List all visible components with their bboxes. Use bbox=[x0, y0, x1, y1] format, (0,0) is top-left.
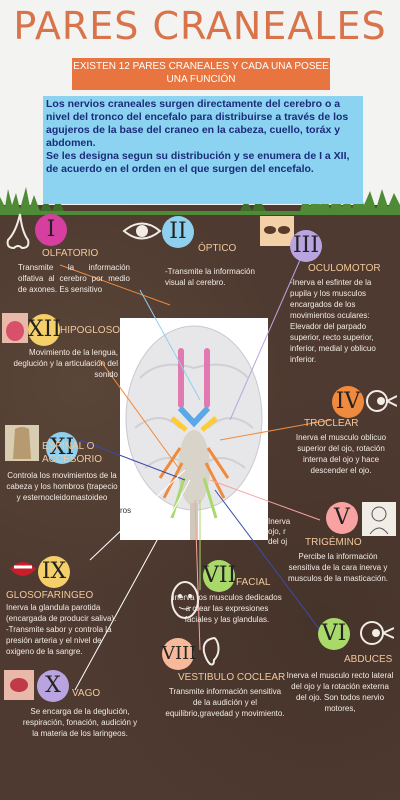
nerve-desc-1: Transmite la información olfativa al cer… bbox=[18, 263, 130, 294]
nerve-number-3: III bbox=[290, 230, 322, 262]
nerve-number-6: VI bbox=[318, 618, 350, 650]
nerve-number-11: XI bbox=[46, 432, 78, 464]
nerve-name-12: HIPOGLOSO bbox=[60, 325, 121, 336]
intro-paragraph-1: Los nervios craneales surgen directament… bbox=[46, 98, 349, 149]
grass-strip bbox=[0, 185, 400, 215]
brain-label-d: del oj bbox=[268, 537, 288, 546]
nose-icon bbox=[6, 213, 30, 250]
nerve-number-9: IX bbox=[38, 556, 70, 588]
nerve-name-11-text: ESPINAL O ACCESORIO bbox=[42, 441, 103, 465]
ear-icon bbox=[202, 636, 220, 666]
nerve-name-11: ESPINAL O ACCESORIO bbox=[42, 440, 112, 466]
nerve-name-5: TRIGÉMINO bbox=[305, 537, 362, 548]
nerve-number-5: V bbox=[326, 502, 358, 534]
nerve-number-8: VIII bbox=[162, 638, 196, 670]
nerve-number-2: II bbox=[162, 216, 194, 248]
nerve-desc-12: Movimiento de la lengua, deglución y la … bbox=[13, 348, 118, 379]
open-mouth-icon bbox=[10, 562, 36, 576]
nerve-name-7: FACIAL bbox=[236, 577, 271, 588]
face-chewing-icon bbox=[362, 502, 396, 536]
nerve-number-4: IV bbox=[332, 386, 364, 418]
neck-anatomy-icon bbox=[5, 425, 39, 461]
nerve-name-8: VESTIBULO COCLEAR bbox=[178, 672, 286, 683]
face-outline-icon bbox=[171, 581, 199, 619]
nerve-name-9: GLOSOFARINGEO bbox=[6, 590, 94, 601]
brain-label-b: Inerva bbox=[268, 517, 291, 526]
tongue-icon bbox=[2, 313, 28, 343]
brain-label-a: ros bbox=[120, 506, 132, 515]
nerve-name-4: TROCLEAR bbox=[304, 418, 359, 429]
nerve-name-10: VAGO bbox=[72, 688, 101, 699]
nerve-desc-11: Controla los movimientos de la cabeza y … bbox=[6, 471, 118, 502]
nerve-number-7: VII bbox=[203, 560, 236, 592]
nerve-desc-6: Inerva el musculo recto lateral del ojo … bbox=[286, 671, 394, 713]
nerve-desc-9: Inerva la glandula parotida (encargada d… bbox=[6, 603, 117, 656]
nerve-number-1: I bbox=[35, 214, 67, 246]
eye-icon bbox=[122, 222, 162, 240]
nerve-name-1: OLFATORIO bbox=[42, 248, 99, 259]
nerve-desc-3: -Inerva el esfinter de la pupila y los m… bbox=[290, 278, 376, 364]
banner: EXISTEN 12 PARES CRANEALES Y CADA UNA PO… bbox=[72, 58, 330, 90]
intro-box: Los nervios craneales surgen directament… bbox=[43, 96, 363, 204]
nerve-number-10: X bbox=[37, 670, 69, 702]
nerve-desc-5: Percibe la información sensitiva de la c… bbox=[287, 552, 389, 583]
nerve-desc-8: Transmite información sensitiva de la au… bbox=[165, 687, 285, 718]
brain-label-c: ojo, r bbox=[268, 527, 286, 536]
nerve-name-2: ÓPTICO bbox=[198, 243, 237, 254]
nerve-desc-7: Inerva los musculos dedicados a crear la… bbox=[172, 593, 282, 624]
eyeball-lateral-icon bbox=[360, 621, 394, 645]
nerve-number-12: XII bbox=[28, 314, 61, 346]
nerve-name-3: OCULOMOTOR bbox=[308, 263, 381, 274]
throat-icon bbox=[4, 670, 34, 700]
nerve-desc-2: -Transmite la información visual al cere… bbox=[165, 267, 255, 287]
nerve-desc-4: Inerva el musculo oblicuo superior del o… bbox=[295, 433, 387, 475]
page-title: PARES CRANEALES bbox=[13, 4, 387, 48]
nerve-desc-10: Se encarga de la deglución, respiración,… bbox=[22, 707, 138, 738]
eyes-face-icon bbox=[260, 216, 294, 246]
nerve-name-6: ABDUCES bbox=[344, 654, 393, 665]
eyeball-icon bbox=[366, 390, 397, 412]
intro-paragraph-2: Se les designa segun su distribución y s… bbox=[46, 150, 350, 175]
